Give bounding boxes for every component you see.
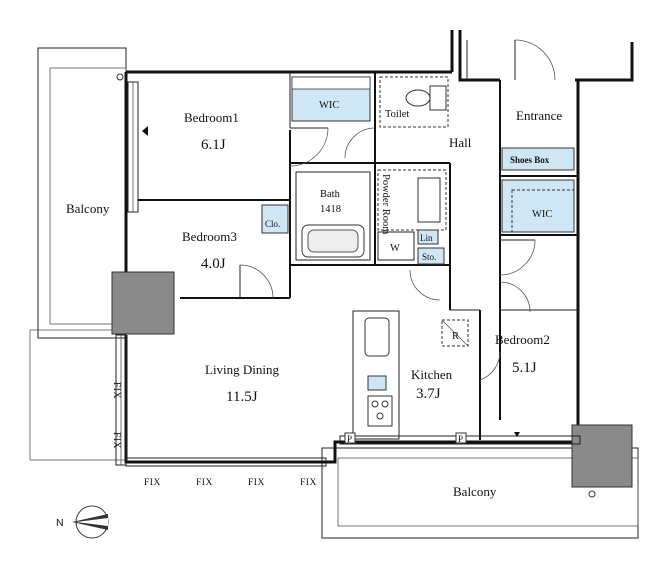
wic-right	[501, 179, 575, 233]
closet	[261, 204, 289, 234]
structural-column-right	[571, 424, 633, 488]
fix-label-3: FIX	[144, 478, 161, 488]
refrigerator-label: R	[452, 331, 459, 342]
pipe-label-right: P	[458, 434, 463, 444]
entrance-label: Entrance	[516, 108, 562, 123]
fix-label-5: FIX	[248, 478, 265, 488]
compass	[72, 505, 109, 539]
bedroom2-size: 5.1J	[512, 360, 537, 376]
bedroom1-label: Bedroom1	[184, 110, 239, 125]
bedroom1-size: 6.1J	[201, 137, 226, 153]
washer-label: W	[390, 243, 400, 254]
powder-room-label: Powder Room	[380, 174, 391, 234]
storage-label: Sto.	[422, 252, 436, 262]
balcony-left-label: Balcony	[66, 201, 110, 216]
bedroom3-size: 4.0J	[201, 256, 226, 272]
shoes-box	[501, 147, 575, 171]
kitchen-size: 3.7J	[416, 386, 441, 402]
bedroom3-label: Bedroom3	[182, 229, 237, 244]
kitchen-counter	[352, 310, 400, 440]
kitchen-label: Kitchen	[411, 367, 453, 382]
toilet-label: Toilet	[385, 109, 409, 120]
bath-label: Bath	[320, 189, 341, 200]
fix-label-1: FIX	[111, 382, 121, 399]
wic-top-label: WIC	[319, 100, 339, 111]
structural-column-left	[111, 271, 175, 335]
toilet-fixture	[379, 76, 449, 128]
window-left	[115, 81, 327, 467]
window-bottom	[142, 126, 581, 445]
balcony-bottom-label: Balcony	[453, 484, 497, 499]
bedroom2-label: Bedroom2	[495, 332, 550, 347]
fix-label-6: FIX	[300, 478, 317, 488]
refrigerator	[441, 319, 469, 347]
bath-spec: 1418	[320, 204, 341, 215]
hall-label: Hall	[449, 135, 472, 150]
powder-room-fixture	[377, 169, 447, 265]
entrance-door	[466, 39, 556, 81]
living-dining-label: Living Dining	[205, 362, 280, 377]
interior-doors	[239, 127, 536, 381]
closet-label: Clo.	[265, 219, 280, 229]
living-dining-size: 11.5J	[226, 389, 258, 405]
bath-fixture	[295, 171, 371, 261]
balcony-bottom	[321, 447, 639, 539]
shoes-box-label: Shoes Box	[510, 155, 550, 165]
compass-north-label: N	[56, 517, 64, 529]
wic-right-label: WIC	[532, 209, 552, 220]
linen-label: Lin	[420, 233, 433, 243]
pipe-label-left: P	[347, 434, 352, 444]
fix-label-4: FIX	[196, 478, 213, 488]
interior-walls	[138, 72, 578, 440]
fix-label-2: FIX	[111, 432, 121, 449]
